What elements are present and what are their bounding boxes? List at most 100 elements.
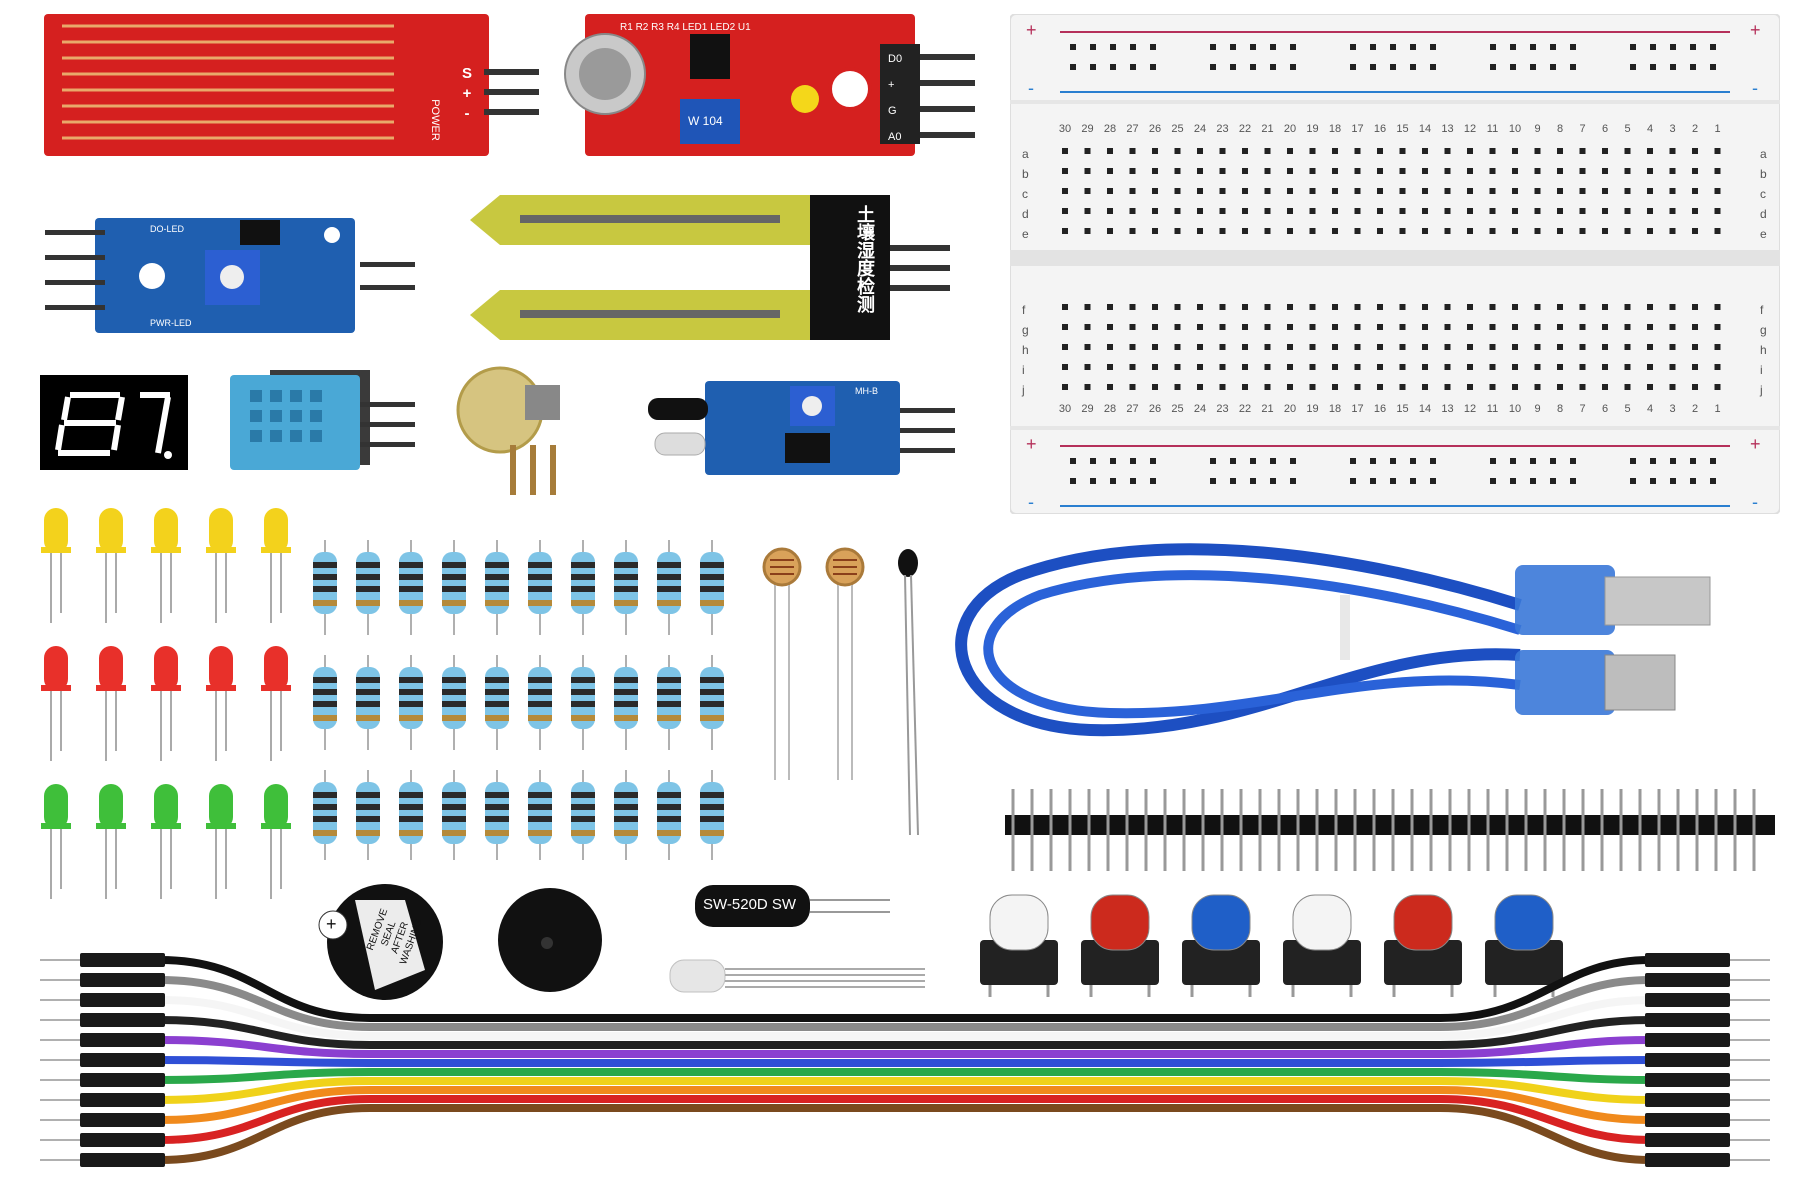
tactile-buttons-graphic — [980, 894, 1563, 997]
ir-sensor-module: MH-B — [640, 378, 960, 478]
row-letter: e — [1760, 227, 1767, 241]
column-number: 19 — [1306, 123, 1318, 135]
jumper-wire — [159, 1104, 1651, 1164]
column-number: 25 — [1171, 403, 1183, 415]
row-letter: g — [1022, 323, 1029, 337]
column-number: 28 — [1104, 403, 1116, 415]
column-number: 1 — [1714, 403, 1720, 415]
potentiometer — [455, 365, 575, 500]
row-letter: a — [1760, 147, 1767, 161]
rail-minus-label: - — [1028, 492, 1034, 512]
column-number: 24 — [1194, 403, 1206, 415]
ref-label: R4 — [666, 22, 680, 33]
column-number: 11 — [1487, 403, 1498, 415]
row-letter: c — [1022, 187, 1028, 201]
row-letters-right-top: a b c d e — [1760, 144, 1767, 244]
jumper-wire — [159, 996, 1651, 1040]
led — [154, 646, 178, 691]
column-number: 17 — [1351, 403, 1363, 415]
column-number: 19 — [1306, 403, 1318, 415]
column-number: 9 — [1534, 403, 1540, 415]
row-letters-left-top: a b c d e — [1022, 144, 1029, 244]
jumper-wire-ribbon — [40, 940, 1775, 1180]
column-number: 21 — [1261, 403, 1273, 415]
column-number: 21 — [1261, 123, 1273, 135]
column-number: 7 — [1579, 403, 1585, 415]
buzzer-sealed: + REMOVE SEAL AFTER WASHING — [315, 880, 455, 1005]
led — [209, 784, 233, 829]
column-number: 16 — [1374, 403, 1386, 415]
tactile-button — [1182, 940, 1260, 985]
led — [44, 784, 68, 829]
soil-probe-label: 土壤湿度检测 — [855, 205, 875, 313]
jumper-wire — [159, 1095, 1651, 1144]
column-number: 14 — [1419, 403, 1431, 415]
sound-pins: D0 + G A0 — [888, 46, 902, 150]
photoresistors — [760, 545, 930, 840]
row-letters-left-bottom: f g h i j — [1022, 300, 1029, 400]
resistor-graphic — [313, 540, 724, 860]
column-number: 30 — [1059, 403, 1071, 415]
tilt-switch-label: SW-520D SW — [703, 896, 797, 913]
column-number: 11 — [1487, 123, 1498, 135]
tactile-button — [980, 940, 1058, 985]
row-letter: h — [1760, 343, 1767, 357]
column-number: 5 — [1624, 123, 1630, 135]
led-array — [40, 505, 310, 900]
led — [99, 508, 123, 553]
sound-sensor-module: W 104 R1 R2 R3 R4 LED1 LED2 U1 D0 + G A0 — [560, 14, 980, 159]
row-letter: c — [1760, 187, 1766, 201]
jumper-wire — [159, 1036, 1651, 1058]
led-graphic — [41, 508, 291, 899]
ref-label: LED2 — [710, 22, 736, 33]
led — [264, 508, 288, 553]
rail-plus-label: + — [1750, 20, 1761, 40]
row-letter: j — [1760, 383, 1763, 397]
pin-label: D0 — [888, 53, 903, 65]
usb-cable — [940, 535, 1720, 760]
rail-minus-label: - — [1752, 492, 1758, 512]
column-number: 6 — [1602, 123, 1608, 135]
jumper-wire — [159, 1077, 1651, 1104]
column-number: 18 — [1329, 123, 1341, 135]
column-number: 28 — [1104, 123, 1116, 135]
buzzer-graphic — [318, 884, 443, 1000]
led — [154, 784, 178, 829]
column-number: 3 — [1669, 403, 1675, 415]
column-number: 12 — [1464, 123, 1476, 135]
rail-minus-label: - — [1752, 78, 1758, 98]
soil-probe-graphic — [470, 195, 950, 340]
column-number: 3 — [1669, 123, 1675, 135]
ribbon-graphic — [40, 953, 1770, 1167]
column-number: 25 — [1171, 123, 1183, 135]
pin-label: + — [888, 79, 895, 91]
row-letter: i — [1760, 363, 1763, 377]
column-number: 27 — [1126, 123, 1138, 135]
water-level-sensor: S + - POWER — [44, 14, 544, 159]
jumper-wire — [159, 1086, 1651, 1124]
water-level-sensor-graphic — [44, 14, 539, 156]
row-letter: b — [1022, 167, 1029, 181]
row-letter: h — [1022, 343, 1029, 357]
jumper-wire — [159, 976, 1651, 1031]
column-number: 24 — [1194, 123, 1206, 135]
column-number: 8 — [1557, 403, 1563, 415]
column-number: 20 — [1284, 123, 1296, 135]
led — [264, 646, 288, 691]
row-letter: g — [1760, 323, 1767, 337]
seven-segment-display — [40, 375, 188, 470]
ref-label: LED1 — [682, 22, 708, 33]
column-number: 6 — [1602, 403, 1608, 415]
rail-plus-label: + — [1026, 434, 1037, 454]
column-number: 15 — [1396, 403, 1408, 415]
column-number: 10 — [1509, 123, 1521, 135]
ref-label: R1 — [620, 22, 633, 33]
tactile-button — [1283, 940, 1361, 985]
tilt-switch-graphic — [695, 885, 890, 927]
column-number: 14 — [1419, 123, 1431, 135]
blue-module-label: DO-LED — [150, 224, 185, 234]
column-number: 7 — [1579, 123, 1585, 135]
sound-refs: R1 R2 R3 R4 LED1 LED2 U1 — [620, 22, 751, 33]
potentiometer-graphic — [456, 366, 560, 495]
led — [154, 508, 178, 553]
